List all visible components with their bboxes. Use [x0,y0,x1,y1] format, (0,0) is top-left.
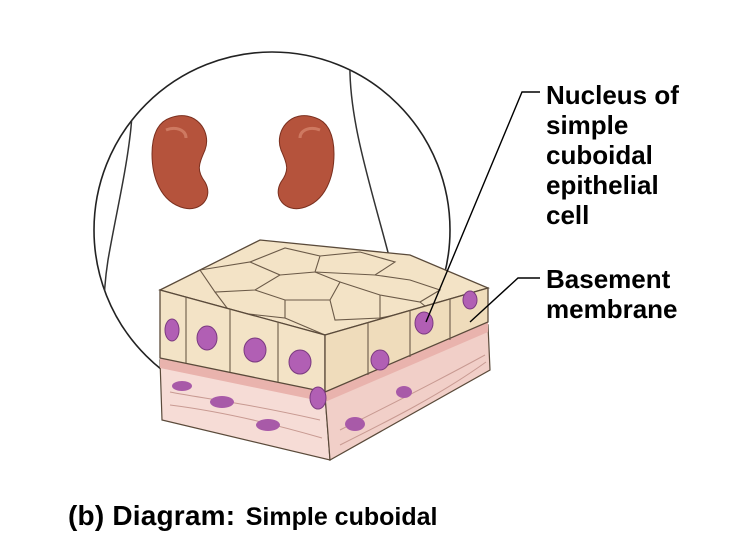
caption-text: Simple cuboidal [245,503,438,531]
tissue-block [158,239,491,461]
nucleus-label: Nucleus of simple cuboidal epithelial ce… [546,80,726,230]
nucleus-label-line: Nucleus of [546,80,679,110]
basement-label-line: Basement [546,264,671,294]
nucleus-leader-line [425,91,540,323]
basement-leader-line [469,277,540,323]
nucleus-label-line: cuboidal [546,140,653,170]
basement-label-line: membrane [546,294,678,324]
leader-lines [425,91,540,323]
nucleus-label-line: epithelial [546,170,659,200]
right-kidney-icon [277,115,335,210]
basement-membrane-label: Basement membrane [546,264,726,324]
nucleus-label-line: simple [546,110,629,140]
nucleus-label-line: cell [546,200,590,230]
left-kidney-icon [151,115,209,210]
caption-prefix: (b) Diagram: [68,500,236,531]
figure-caption: (b) Diagram: Simple cuboidal [68,500,437,532]
